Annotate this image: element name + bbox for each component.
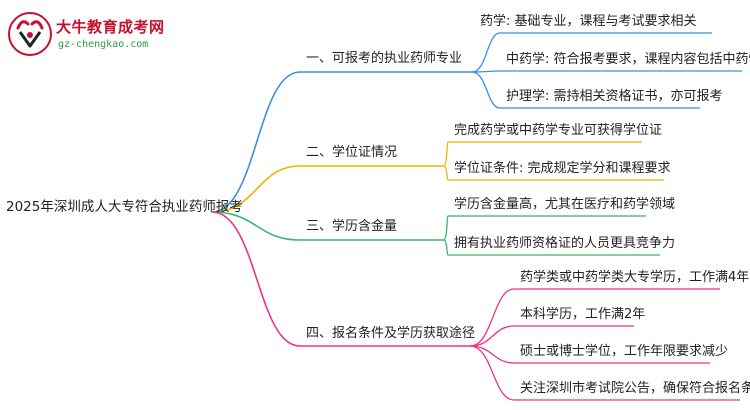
connector-branch-2: [211, 141, 664, 213]
branch-to-leaf-curve: [469, 345, 515, 401]
branch-4-leaf-1: 药学类或中药学类大专学历，工作满4年: [520, 270, 750, 285]
branch-4-leaf-2: 本科学历，工作满2年: [520, 307, 646, 322]
branch-1-leaf-2: 中药学: 符合报考要求，课程内容包括中药性质: [506, 52, 750, 67]
branch-to-leaf-curve: [469, 288, 515, 347]
branch-to-leaf-curve: [469, 345, 515, 364]
root-to-branch-curve: [211, 71, 301, 213]
branch-to-leaf-curve: [471, 71, 501, 109]
branch-2-label: 二、学位证情况: [306, 145, 398, 160]
branch-to-leaf-curve: [469, 325, 515, 347]
root-to-branch-curve: [211, 211, 301, 347]
branch-3-leaf-2: 拥有执业药师资格证的人员更具竞争力: [454, 236, 676, 251]
branch-to-leaf-curve: [471, 32, 501, 73]
branch-4-leaf-4: 关注深圳市考试院公告，确保符合报名条件: [520, 381, 750, 396]
logo-name: 大牛教育成考网: [56, 18, 165, 36]
branch-to-leaf-curve: [443, 165, 449, 181]
branch-to-leaf-curve: [443, 215, 449, 241]
branch-4-label: 四、报名条件及学历获取途径: [306, 326, 476, 341]
branch-to-leaf-curve: [443, 141, 449, 167]
branch-2-leaf-2: 学位证条件: 完成规定学分和课程要求: [454, 161, 671, 176]
root-topic: 2025年深圳成人大专符合执业药师报考: [6, 199, 243, 215]
branch-2-leaf-1: 完成药学或中药学专业可获得学位证: [454, 123, 663, 138]
connector-branch-3: [211, 211, 660, 256]
branch-to-leaf-curve: [443, 239, 449, 256]
branch-1-leaf-1: 药学: 基础专业，课程与考试要求相关: [480, 14, 697, 29]
branch-1-leaf-3: 护理学: 需持相关资格证书，亦可报考: [506, 89, 723, 104]
connector-branch-4: [211, 211, 740, 401]
bull-logo-icon: [8, 12, 52, 56]
root-to-branch-curve: [211, 211, 301, 241]
site-logo[interactable]: 大牛教育成考网 gz-chengkao.com: [6, 10, 166, 58]
branch-3-label: 三、学历含金量: [306, 219, 398, 234]
root-to-branch-curve: [211, 165, 301, 213]
connector-branch-1: [211, 32, 742, 213]
branch-1-label: 一、可报考的执业药师专业: [306, 51, 463, 66]
logo-url: gz-chengkao.com: [58, 39, 149, 50]
branch-3-leaf-1: 学历含金量高，尤其在医疗和药学领域: [454, 197, 676, 212]
branch-4-leaf-3: 硕士或博士学位，工作年限要求减少: [520, 344, 729, 359]
